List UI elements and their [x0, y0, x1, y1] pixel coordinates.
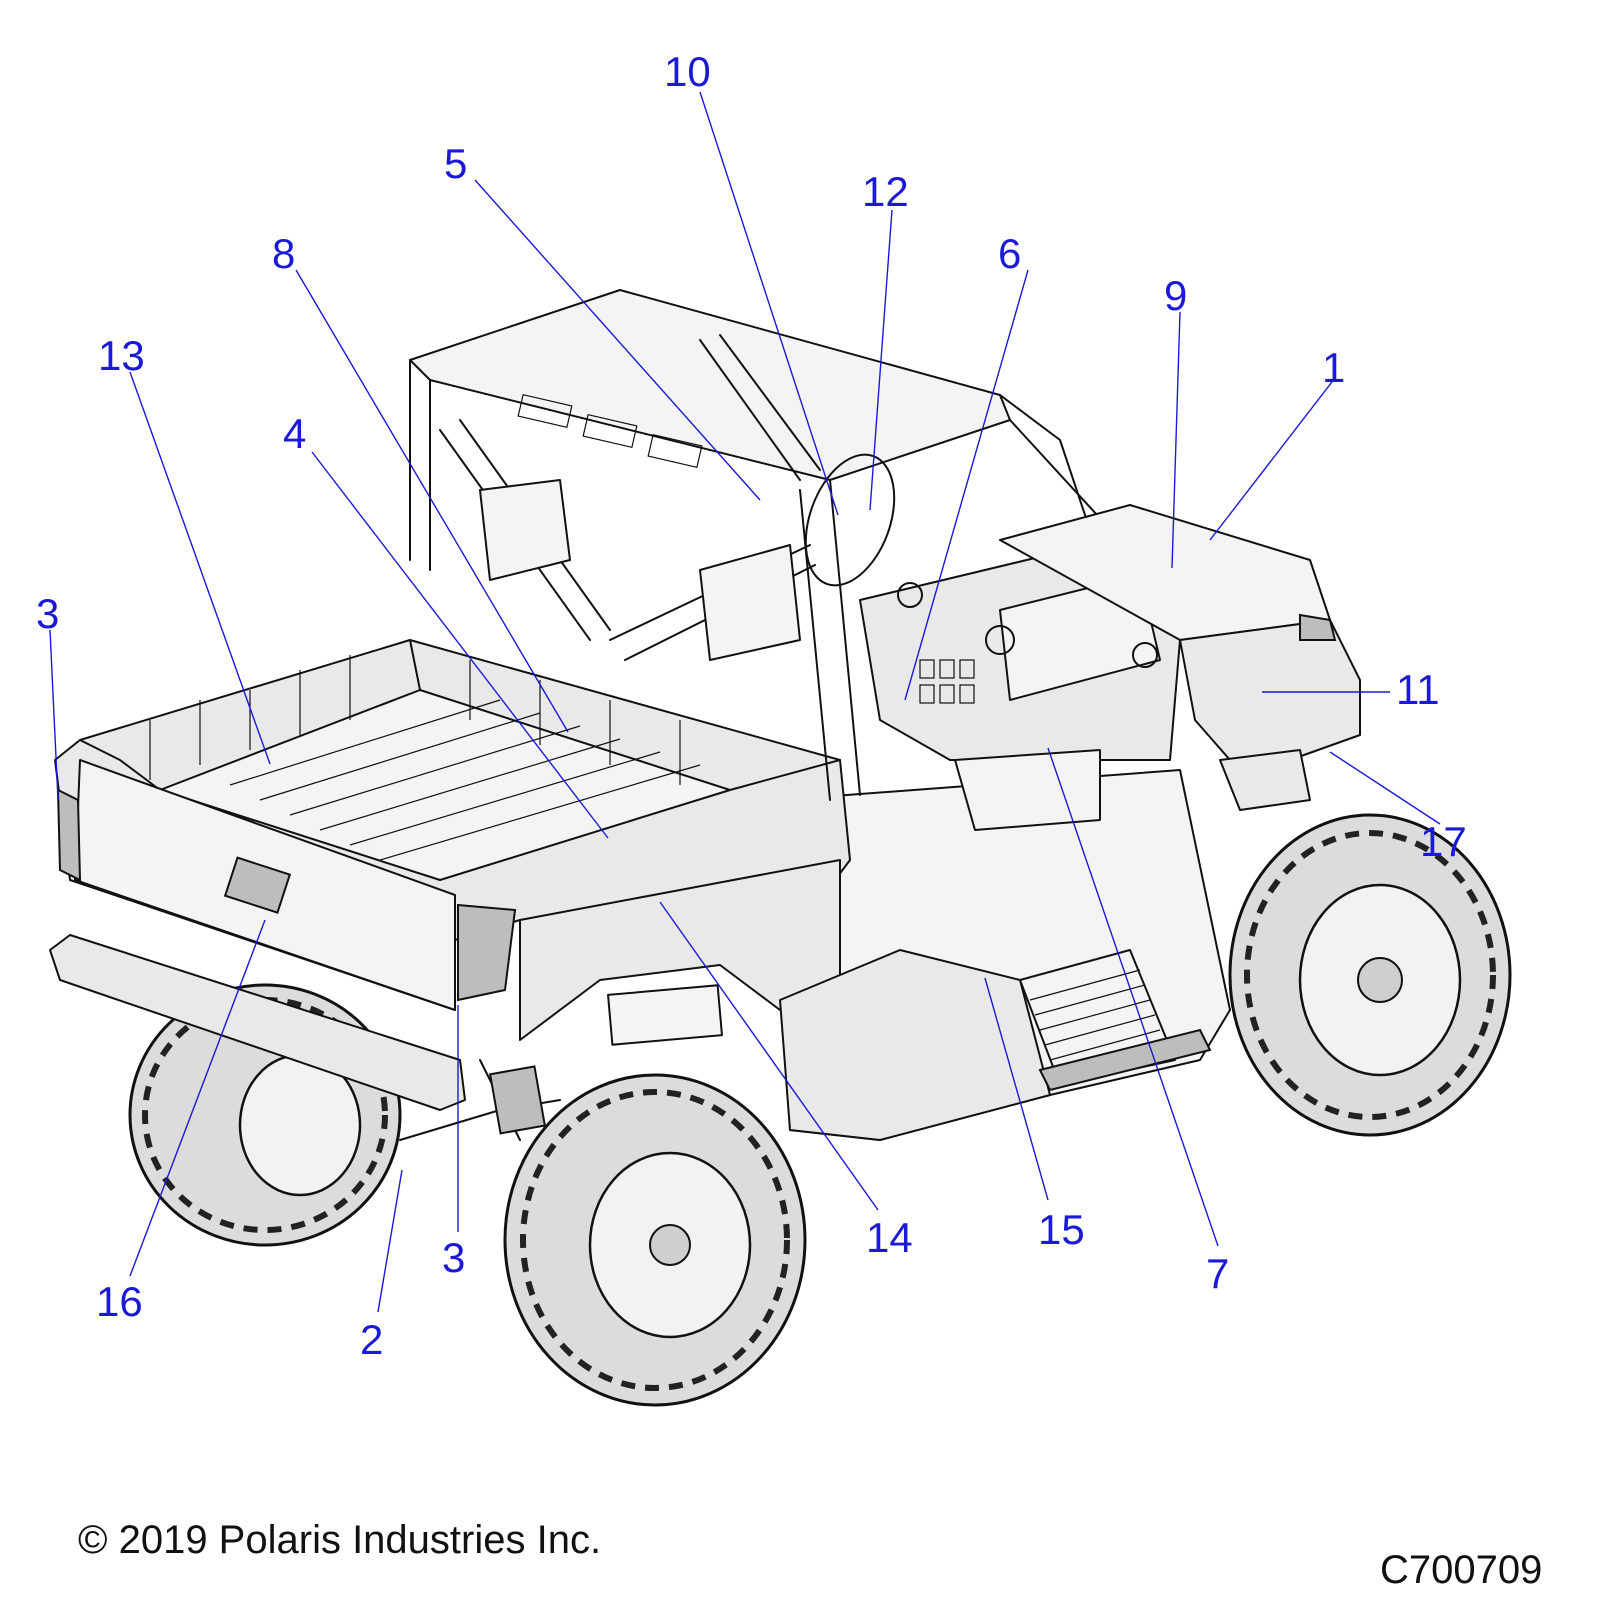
- leader-6: [904, 269, 1029, 701]
- leader-lines: [49, 91, 1441, 1313]
- vehicle-illustration: [49, 289, 1512, 1407]
- callout-12: 12: [862, 168, 909, 215]
- door-panel: [779, 949, 1051, 1141]
- leader-16: [129, 919, 266, 1277]
- leader-5: [474, 179, 761, 501]
- leader-8: [295, 269, 569, 733]
- rear-bumper: [49, 934, 466, 1111]
- leader-7: [1047, 747, 1219, 1247]
- leader-9: [1171, 311, 1181, 569]
- rear-fender: [519, 859, 841, 1041]
- underbody: [399, 984, 723, 1141]
- callout-5: 5: [444, 140, 467, 187]
- callout-8: 8: [272, 230, 295, 277]
- seats: [479, 479, 801, 661]
- callout-6: 6: [998, 230, 1021, 277]
- callout-11: 11: [1396, 666, 1440, 713]
- callout-3a: 3: [36, 590, 59, 637]
- callout-9: 9: [1164, 272, 1187, 319]
- leader-12: [869, 209, 893, 511]
- callout-1: 1: [1322, 344, 1345, 391]
- leader-15: [984, 977, 1049, 1201]
- callout-4: 4: [283, 410, 306, 457]
- callout-10: 10: [664, 48, 711, 95]
- callout-17: 17: [1420, 818, 1467, 865]
- hood: [999, 504, 1361, 811]
- callout-14: 14: [866, 1214, 913, 1261]
- callout-2: 2: [360, 1316, 383, 1363]
- leader-4: [311, 451, 609, 839]
- callout-15: 15: [1038, 1206, 1085, 1253]
- leader-1: [1209, 377, 1336, 541]
- callout-7: 7: [1206, 1250, 1229, 1297]
- callout-16: 16: [96, 1278, 143, 1325]
- rear-right-wheel: [503, 1073, 807, 1407]
- rocker-step: [1038, 1028, 1212, 1092]
- front-right-wheel: [1228, 813, 1512, 1137]
- leader-3a: [49, 629, 59, 801]
- leader-13: [129, 371, 271, 765]
- leader-2: [377, 1169, 403, 1313]
- cargo-box: [54, 639, 851, 1011]
- floor-mat-ribs: [1029, 969, 1161, 1061]
- copyright-notice: © 2019 Polaris Industries Inc.: [78, 1518, 602, 1562]
- callout-labels: 1 2 3 3 4 5 6 7 8 9 10 11 12 13 14 15 16…: [36, 48, 1467, 1363]
- leader-17: [1329, 751, 1441, 825]
- callout-13: 13: [98, 332, 145, 379]
- callout-3b: 3: [442, 1234, 465, 1281]
- leader-10: [699, 91, 839, 516]
- leader-14: [659, 901, 879, 1211]
- figure-id: C700709: [1380, 1548, 1543, 1592]
